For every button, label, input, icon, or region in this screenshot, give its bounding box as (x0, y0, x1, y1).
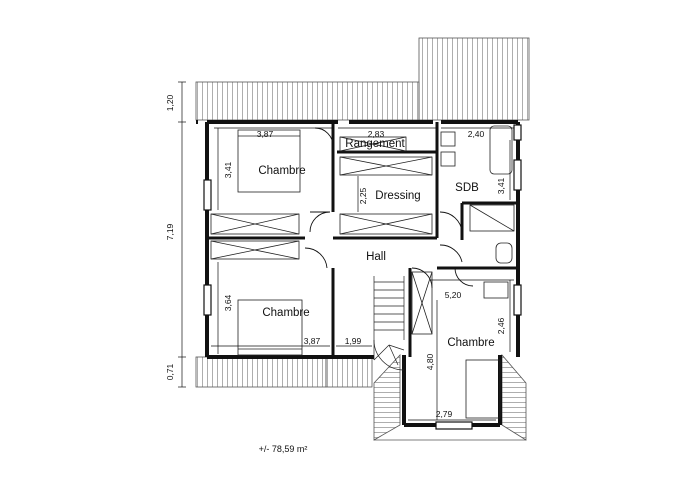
dimension-lines (178, 81, 514, 421)
dim-bedroom-bottom-left-width: 3,87 (304, 336, 321, 346)
windows (203, 124, 522, 430)
roof-bottom-mid (325, 356, 373, 388)
wardrobe-top-left (210, 213, 300, 235)
bed-top-left (237, 129, 301, 193)
toilet (495, 242, 513, 264)
dim-bedroom-right-height: 4,80 (425, 353, 435, 370)
dim-total-height: 7,19 (165, 223, 175, 240)
dim-bedroom-right-width: 2,79 (436, 409, 453, 419)
dormer-roof-left (373, 353, 401, 441)
desk-right (483, 281, 509, 299)
staircase (373, 276, 405, 371)
storage-unit (339, 136, 407, 152)
dim-roof-top-height: 1,20 (165, 94, 175, 111)
room-labels: Chambre Rangement Dressing SDB Hall Cham… (258, 138, 494, 349)
room-label-bedroom-bottom-right: Chambre (447, 337, 494, 349)
roof-top (195, 81, 420, 121)
bed-bottom-left (237, 299, 303, 356)
room-label-hall: Hall (366, 251, 386, 263)
room-label-bedroom-top-left: Chambre (258, 165, 305, 177)
doors (304, 127, 474, 289)
dim-bedroom-top-left-width: 3,87 (257, 129, 274, 139)
room-label-storage: Rangement (345, 138, 405, 150)
roof-top-right (418, 37, 530, 121)
bathtub (489, 125, 513, 175)
dim-bedroom-right-height-upper: 2,46 (496, 317, 506, 334)
shower (469, 204, 515, 232)
dressing-left (339, 156, 433, 176)
furniture (210, 125, 515, 419)
dim-roof-bottom-height: 0,71 (165, 363, 175, 380)
wardrobe-bottom-left (210, 240, 300, 260)
dim-bedroom-top-left-height: 3,41 (223, 161, 233, 178)
interior-walls (207, 122, 518, 357)
wardrobe-right (411, 271, 433, 335)
room-label-bedroom-bottom-left: Chambre (262, 307, 309, 319)
dim-bedroom-bottom-left-height: 3,64 (223, 294, 233, 311)
dim-dressing-height: 2,25 (358, 187, 368, 204)
dim-storage-width: 2,83 (368, 129, 385, 139)
roof-bottom-left (195, 356, 327, 388)
dim-stair-width: 1,99 (345, 336, 362, 346)
room-label-dressing: Dressing (375, 190, 420, 202)
sink-1 (440, 131, 456, 147)
dim-bathroom-height: 3,41 (496, 177, 506, 194)
bed-right (465, 359, 501, 419)
dimension-labels: 1,20 7,19 0,71 3,87 3,41 2,83 2,25 2,40 … (165, 94, 506, 419)
dormer-roof-right (501, 353, 527, 441)
room-label-bathroom: SDB (455, 182, 479, 194)
dim-bathroom-width: 2,40 (468, 129, 485, 139)
dressing-bottom (339, 213, 433, 235)
total-area-label: +/- 78,59 m² (259, 444, 308, 454)
dim-hall-width: 5,20 (445, 290, 462, 300)
sink-2 (440, 151, 456, 167)
